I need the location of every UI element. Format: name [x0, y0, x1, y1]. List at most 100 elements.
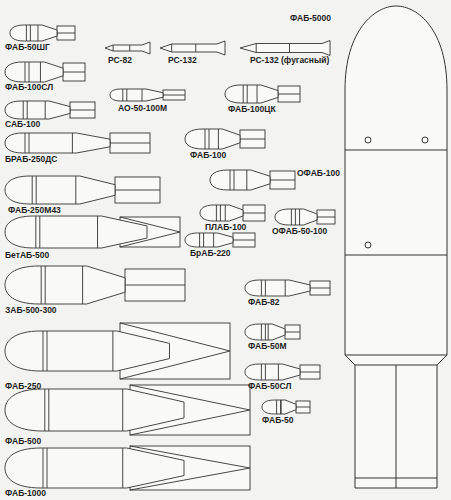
bomb-body [245, 280, 310, 296]
bomb-body [10, 25, 57, 41]
bomb-body [5, 216, 147, 248]
body-band [122, 389, 123, 431]
body-band [44, 389, 45, 431]
body-band [26, 25, 27, 41]
tail-fin [278, 86, 300, 102]
body-band [47, 448, 48, 488]
body-band [72, 133, 73, 153]
body-band [36, 176, 37, 204]
rocket-joint [171, 44, 172, 52]
body-band [35, 216, 36, 248]
body-band [97, 216, 98, 248]
tail-fin [317, 210, 335, 224]
bomb-body [245, 364, 300, 380]
body-band [265, 364, 266, 380]
rocket-joint [195, 44, 196, 52]
tail-axis [300, 372, 320, 373]
tail-axis [70, 110, 95, 111]
rocket-body [105, 42, 150, 54]
bomb-body [5, 331, 170, 371]
body-band [216, 205, 217, 221]
tail-axis [115, 190, 160, 191]
bomb-label: ОФАБ-50-100 [272, 227, 327, 236]
body-band [122, 448, 123, 488]
rocket-joint [256, 44, 257, 53]
body-band [39, 216, 40, 248]
bomb-label: ПЛАБ-100 [205, 223, 246, 232]
bomb-body [5, 101, 70, 119]
tail-axis [310, 288, 330, 289]
bomb-body [185, 233, 233, 247]
body-band [285, 280, 286, 296]
tail-fin [110, 133, 150, 153]
bomb-body [5, 176, 115, 204]
tail-axis [278, 94, 300, 95]
tail-fin [285, 325, 300, 339]
body-band [41, 266, 42, 304]
tail-axis [57, 33, 75, 34]
body-band [278, 364, 279, 380]
body-band [265, 280, 266, 296]
body-band [268, 324, 269, 340]
bomb-label: ОФАБ-100 [297, 169, 340, 178]
bomb-body [200, 205, 243, 221]
body-band [112, 331, 113, 371]
bomb-label: ФАБ-5000 [290, 14, 331, 23]
body-band [225, 205, 226, 221]
body-band [47, 331, 48, 371]
body-band [199, 233, 200, 247]
body-band [276, 400, 277, 414]
body-band [209, 129, 210, 149]
bomb-label: ФАБ-50М [248, 342, 287, 351]
body-band [203, 233, 204, 247]
bomb-body [210, 170, 270, 190]
body-band [27, 101, 28, 119]
bomb-label: ФАБ-1000 [5, 489, 46, 498]
body-band [45, 101, 46, 119]
body-band [291, 209, 292, 225]
bomb-body [245, 324, 285, 340]
bomb-body [5, 448, 184, 488]
body-band [213, 233, 214, 247]
tail-axis [296, 407, 310, 408]
bomb-label: АО-50-100М [118, 104, 167, 113]
body-band [122, 89, 123, 101]
body-band [82, 266, 83, 304]
body-band [261, 280, 262, 296]
tail-fin [63, 63, 85, 81]
bomb-label: РС-132 [168, 56, 197, 65]
body-band [230, 170, 231, 190]
bomb-body [275, 209, 317, 225]
tail-fin [233, 233, 255, 247]
body-band [126, 89, 127, 101]
bomb-label: ФАБ-250М43 [8, 206, 61, 215]
body-band [234, 170, 235, 190]
tail-fin [240, 130, 265, 148]
body-band [48, 389, 49, 431]
body-band [281, 400, 282, 414]
tail-axis [233, 240, 255, 241]
bomb-body [5, 62, 63, 82]
tail-fin [296, 401, 310, 413]
body-band [43, 331, 44, 371]
body-band [30, 25, 31, 41]
body-band [246, 170, 247, 190]
bomb-body [185, 129, 240, 149]
bomb-label: ФАБ-500 [5, 437, 41, 446]
body-band [45, 266, 46, 304]
tail-axis [110, 143, 150, 144]
tail-fin [57, 26, 75, 40]
rocket-joint [113, 45, 114, 51]
body-band [218, 129, 219, 149]
bomb-label: ФАБ-100СЛ [5, 83, 53, 92]
tail-fin [243, 205, 265, 221]
bomb-body [262, 400, 296, 414]
body-band [265, 324, 266, 340]
tail-axis [285, 332, 300, 333]
bomb-label: ФАБ-50 [262, 416, 294, 425]
body-band [142, 89, 143, 101]
body-band [43, 448, 44, 488]
body-band [32, 176, 33, 204]
bomb-body [5, 389, 184, 431]
body-band [29, 62, 30, 82]
